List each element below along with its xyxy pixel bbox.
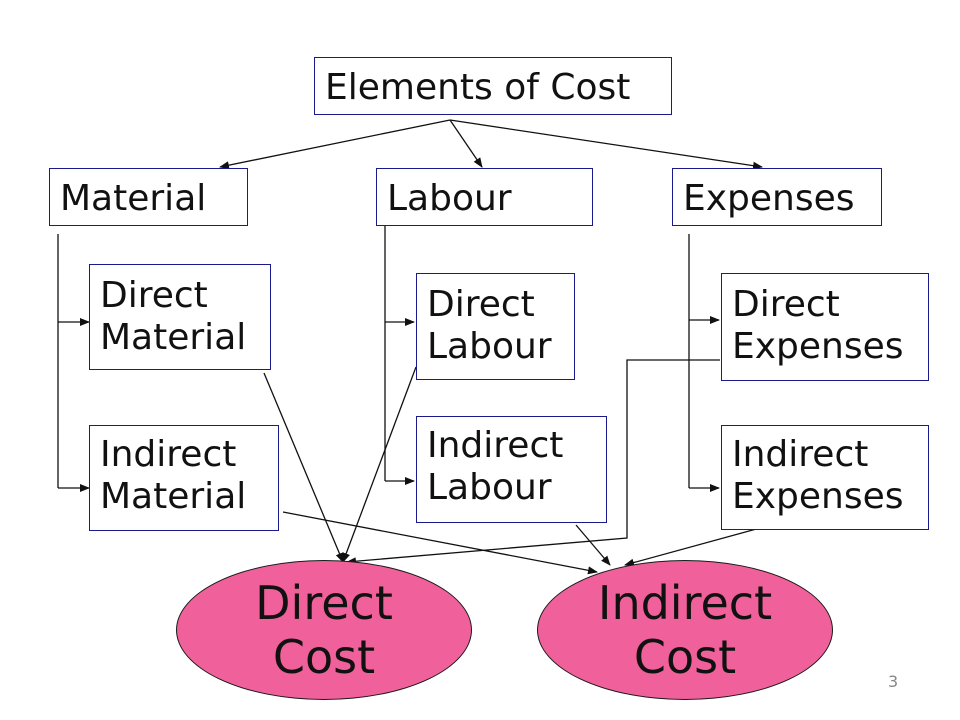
arrow-root-to-labour	[449, 119, 483, 168]
indirect-cost-line1: Indirect	[597, 576, 773, 630]
node-indirect-labour: Indirect Labour	[416, 416, 607, 523]
root-label: Elements of Cost	[325, 67, 631, 108]
category-expenses: Expenses	[672, 168, 882, 226]
node-direct-material: Direct Material	[89, 264, 271, 370]
arrow-root-to-expenses	[449, 119, 763, 170]
outcome-direct-cost: Direct Cost	[176, 560, 472, 700]
indirect-expenses-line2: Expenses	[732, 476, 904, 517]
direct-labour-line2: Labour	[427, 326, 552, 367]
arrow-indirect-expenses-to-indirect-cost	[624, 527, 761, 567]
indirect-labour-line1: Indirect	[427, 425, 564, 466]
indirect-material-line2: Material	[100, 476, 247, 517]
arrow-root-to-material	[219, 119, 451, 170]
indirect-expenses-line1: Indirect	[732, 434, 869, 475]
direct-expenses-line1: Direct	[732, 284, 840, 325]
category-material: Material	[49, 168, 248, 226]
indirect-labour-line2: Labour	[427, 467, 552, 508]
page-number: 3	[888, 672, 899, 691]
arrow-indirect-labour-to-indirect-cost	[575, 524, 611, 566]
arrow-direct-expenses-to-direct-cost	[346, 359, 720, 566]
direct-cost-line2: Cost	[272, 630, 376, 684]
outcome-indirect-cost: Indirect Cost	[537, 560, 833, 700]
arrow-direct-material-to-direct-cost	[263, 372, 344, 563]
node-indirect-expenses: Indirect Expenses	[721, 425, 929, 530]
category-labour-label: Labour	[387, 178, 512, 219]
direct-material-line2: Material	[100, 317, 247, 358]
category-material-label: Material	[60, 178, 207, 219]
arrow-direct-labour-to-direct-cost	[342, 366, 417, 563]
direct-expenses-line2: Expenses	[732, 326, 904, 367]
category-labour: Labour	[376, 168, 593, 226]
direct-material-line1: Direct	[100, 275, 208, 316]
node-direct-labour: Direct Labour	[416, 273, 575, 380]
direct-cost-line1: Direct	[255, 576, 393, 630]
category-expenses-label: Expenses	[683, 178, 855, 219]
arrow-indirect-material-to-indirect-cost	[282, 511, 598, 575]
direct-labour-line1: Direct	[427, 284, 535, 325]
indirect-cost-line2: Cost	[633, 630, 737, 684]
node-direct-expenses: Direct Expenses	[721, 273, 929, 381]
node-indirect-material: Indirect Material	[89, 425, 279, 531]
root-node-elements-of-cost: Elements of Cost	[314, 57, 672, 115]
indirect-material-line1: Indirect	[100, 434, 237, 475]
